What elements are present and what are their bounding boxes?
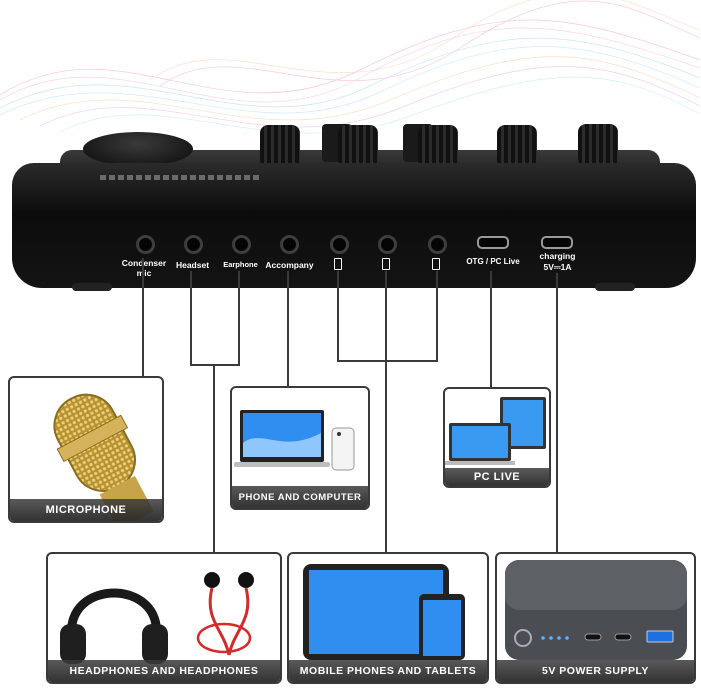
earphones-icon	[196, 572, 254, 656]
charging-label: charging	[539, 251, 576, 261]
headset-jack[interactable]	[184, 235, 203, 254]
connector-line	[490, 271, 492, 389]
pc-live-caption: PC LIVE	[445, 468, 549, 486]
otg-usb-c-port[interactable]	[477, 236, 509, 249]
connector-line	[556, 273, 558, 554]
microphone-caption: MICROPHONE	[10, 499, 162, 521]
phone-icon	[331, 427, 355, 471]
charging-usb-c-port[interactable]	[541, 236, 573, 249]
microphone-card: MICROPHONE	[8, 376, 164, 523]
power-supply-caption: 5V POWER SUPPLY	[497, 660, 694, 682]
accompany-label: Accompany	[265, 260, 314, 270]
condenser-mic-label: Condenser mic	[121, 258, 167, 278]
connector-line	[142, 258, 144, 378]
headphones-caption: HEADPHONES AND HEADPHONES	[48, 660, 280, 682]
monitor-icon	[445, 397, 546, 465]
sound-card-device	[12, 163, 696, 288]
connector-line	[238, 271, 240, 365]
mobile-phones-caption: MOBILE PHONES AND TABLETS	[289, 660, 487, 682]
phone-jack-2[interactable]	[378, 235, 397, 254]
condenser-mic-jack[interactable]	[136, 235, 155, 254]
device-foot	[595, 283, 635, 291]
connector-line	[337, 271, 339, 361]
phone-icon-small	[432, 258, 440, 270]
background-waves	[0, 0, 701, 134]
earphone-label: Earphone	[223, 260, 258, 269]
otg-pc-live-label: OTG / PC Live	[466, 257, 520, 266]
phone-icon-small	[334, 258, 342, 270]
connector-line	[190, 271, 192, 365]
connector-line	[337, 360, 438, 362]
device-foot	[72, 283, 112, 291]
phone-and-computer-card: PHONE AND COMPUTER	[230, 386, 370, 510]
mobile-phones-card: MOBILE PHONES AND TABLETS	[287, 552, 489, 684]
headset-label: Headset	[175, 260, 210, 270]
connector-line	[213, 364, 215, 554]
earphone-jack[interactable]	[232, 235, 251, 254]
main-volume-knob[interactable]	[83, 132, 193, 166]
phone-jack-3[interactable]	[428, 235, 447, 254]
phone-jack-1[interactable]	[330, 235, 349, 254]
phone-icon-small	[382, 258, 390, 270]
connector-line	[385, 271, 387, 554]
tablet-icon	[303, 564, 465, 660]
device-vent-strip	[100, 175, 260, 180]
connector-line	[287, 271, 289, 388]
headphones-card: HEADPHONES AND HEADPHONES	[46, 552, 282, 684]
headphones-icon	[60, 588, 168, 664]
power-bank-icon	[505, 560, 687, 660]
accompany-jack[interactable]	[280, 235, 299, 254]
pc-live-card: PC LIVE	[443, 387, 551, 488]
connector-line	[436, 271, 438, 361]
connector-line	[190, 364, 240, 366]
charging-voltage-label: 5V⎓1A	[543, 262, 572, 272]
phone-and-computer-caption: PHONE AND COMPUTER	[232, 486, 368, 508]
power-supply-card: 5V POWER SUPPLY	[495, 552, 696, 684]
laptop-icon	[234, 410, 330, 467]
